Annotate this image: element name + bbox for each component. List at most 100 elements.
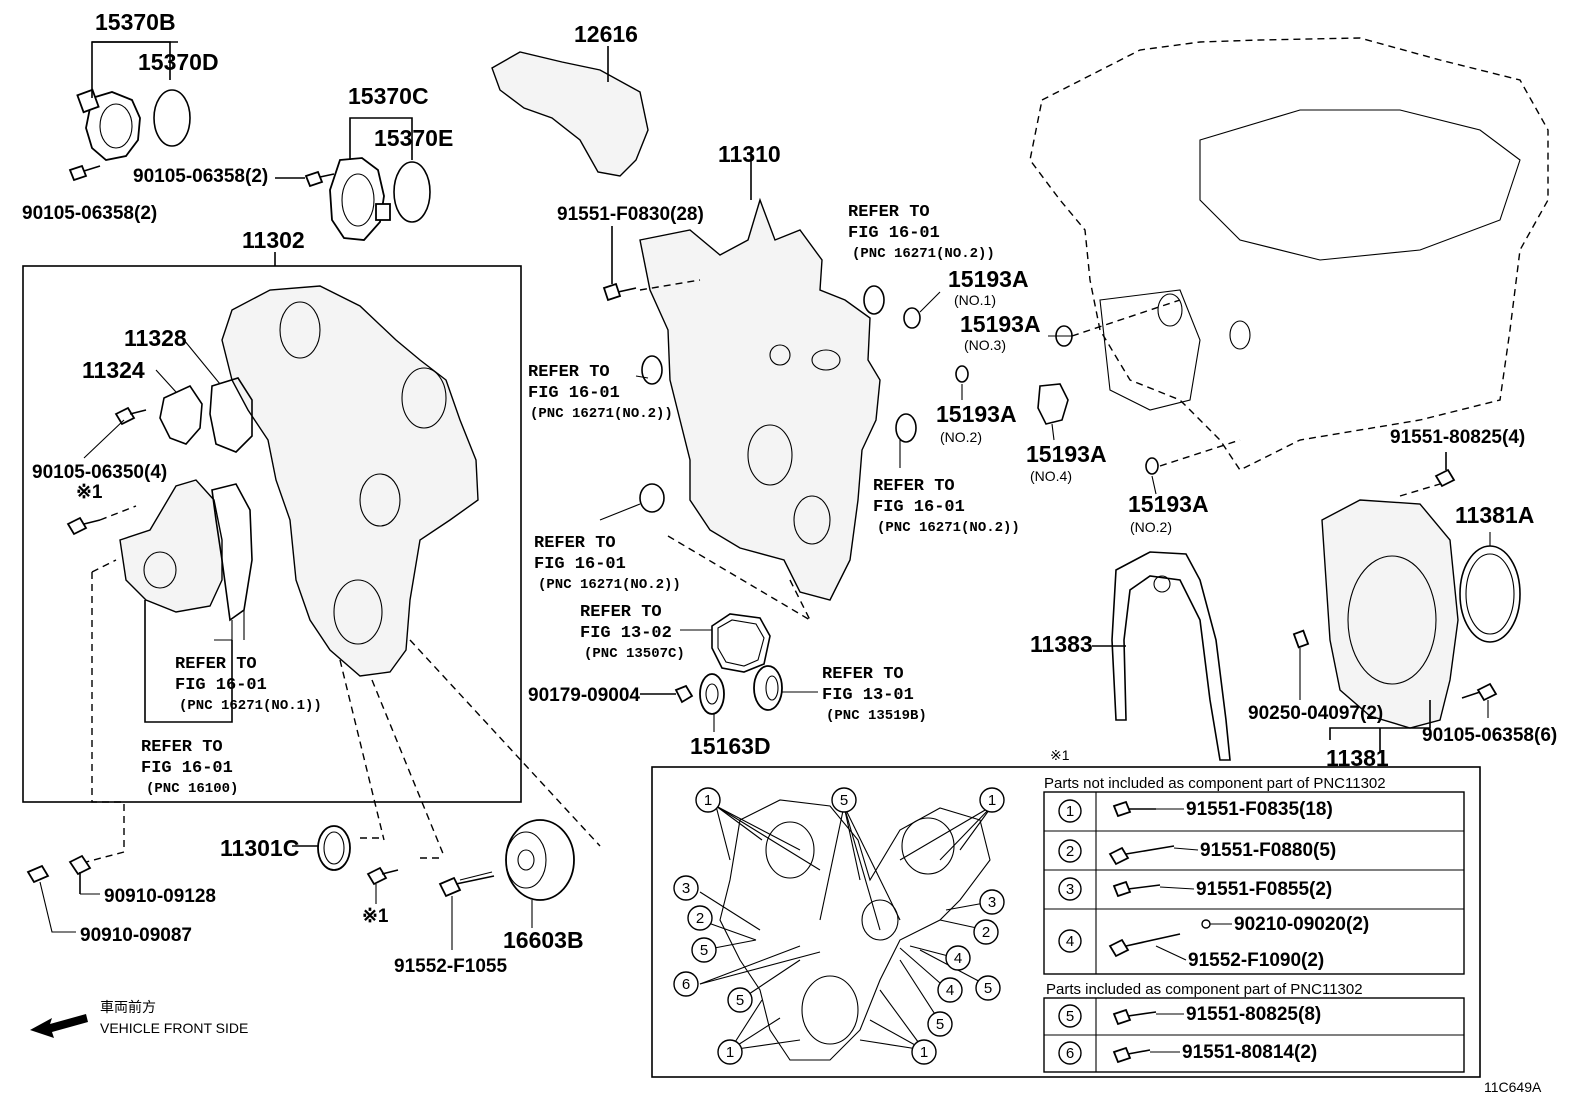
bolt-90105-06350[interactable] bbox=[114, 406, 147, 426]
bolt-91552-f1055[interactable] bbox=[438, 871, 495, 898]
svg-text:FIG 16-01: FIG 16-01 bbox=[528, 384, 620, 403]
sprocket-15163d[interactable] bbox=[699, 673, 725, 715]
oring-refer-16271-a[interactable] bbox=[863, 285, 885, 315]
label-90250-04097: 90250-04097(2) bbox=[1248, 703, 1383, 724]
water-pump[interactable] bbox=[119, 479, 223, 613]
svg-text:(PNC 13519B): (PNC 13519B) bbox=[826, 708, 927, 724]
gasket-11324[interactable] bbox=[159, 384, 203, 445]
label-15193a-no4: 15193A bbox=[1026, 441, 1107, 467]
svg-text:(PNC 16271(NO.2)): (PNC 16271(NO.2)) bbox=[852, 246, 995, 262]
pin-90250-04097[interactable] bbox=[1292, 629, 1310, 649]
oil-seal-11381a[interactable] bbox=[1459, 545, 1521, 643]
label-mark1-lower: ※1 bbox=[362, 906, 389, 927]
svg-text:REFER TO: REFER TO bbox=[141, 738, 223, 757]
label-15193a-no2-b: 15193A bbox=[1128, 491, 1209, 517]
svg-text:REFER TO: REFER TO bbox=[175, 655, 257, 674]
svg-text:FIG 16-01: FIG 16-01 bbox=[175, 676, 267, 695]
svg-text:FIG 16-01: FIG 16-01 bbox=[141, 759, 233, 778]
inset-row-6: 6 91551-80814(2) bbox=[1058, 1041, 1317, 1065]
svg-text:3: 3 bbox=[988, 894, 996, 911]
inset-row-3: 3 91551-F0855(2) bbox=[1058, 877, 1332, 901]
bracket-12616[interactable] bbox=[491, 51, 649, 177]
label-15370d: 15370D bbox=[138, 49, 219, 75]
svg-text:REFER TO: REFER TO bbox=[822, 665, 904, 684]
oring-15370d[interactable] bbox=[153, 89, 191, 147]
timing-cover-11302[interactable] bbox=[221, 285, 479, 677]
gasket-15193a-no1[interactable] bbox=[903, 307, 921, 329]
label-11328: 11328 bbox=[124, 325, 187, 351]
label-15370e: 15370E bbox=[374, 125, 453, 151]
svg-text:FIG 13-01: FIG 13-01 bbox=[822, 686, 914, 705]
inset-callout-5-d: 5 bbox=[975, 975, 1001, 1001]
inset-callout-5-c: 5 bbox=[727, 987, 753, 1013]
oring-refer-16271-c[interactable] bbox=[895, 413, 917, 443]
label-mark1-frame: ※1 bbox=[76, 482, 103, 503]
label-15163d: 15163D bbox=[690, 733, 771, 759]
label-16603b: 16603B bbox=[503, 927, 584, 953]
inset-title-included: Parts included as component part of PNC1… bbox=[1046, 981, 1363, 998]
label-15370b: 15370B bbox=[95, 9, 176, 35]
gasket-15193a-no2-a[interactable] bbox=[955, 365, 969, 383]
inset-callout-4-a: 4 bbox=[945, 945, 971, 971]
svg-text:(PNC 13507C): (PNC 13507C) bbox=[584, 646, 685, 662]
timing-chain-cover-11310[interactable] bbox=[639, 197, 881, 601]
label-11310: 11310 bbox=[718, 141, 781, 167]
bolt-91551-80825-upper[interactable] bbox=[1434, 452, 1456, 488]
inset-table-not-included bbox=[1043, 791, 1465, 975]
svg-text:4: 4 bbox=[954, 950, 962, 967]
oring-refer-16271-b[interactable] bbox=[641, 355, 663, 385]
bolt-91551-f0830[interactable] bbox=[602, 282, 637, 302]
svg-text:3: 3 bbox=[682, 880, 690, 897]
inset-callout-1-e: 1 bbox=[0, 0, 8, 4]
oring-15370e[interactable] bbox=[393, 161, 431, 223]
label-12616: 12616 bbox=[574, 21, 638, 47]
label-15193a-no4-sub: (NO.4) bbox=[1030, 468, 1072, 484]
svg-text:(PNC 16271(NO.2)): (PNC 16271(NO.2)) bbox=[877, 520, 1020, 536]
gasket-11328[interactable] bbox=[209, 377, 253, 453]
oil-seal-retainer-11381[interactable] bbox=[1321, 499, 1459, 729]
gasket-15193a-no4[interactable] bbox=[1037, 383, 1069, 425]
inset-title-not-included: Parts not included as component part of … bbox=[1044, 775, 1386, 792]
oil-seal-11301c[interactable] bbox=[317, 825, 351, 871]
label-90105-06358-center: 90105-06358(2) bbox=[133, 166, 268, 187]
diagram-code: 11C649A bbox=[1484, 1079, 1542, 1095]
bolt-mark1-frame[interactable] bbox=[66, 516, 101, 536]
label-15193a-no1: 15193A bbox=[948, 266, 1029, 292]
label-91551-f0830: 91551-F0830(28) bbox=[557, 204, 704, 225]
inset-table-included bbox=[1043, 997, 1465, 1073]
guide-refer-13519b[interactable] bbox=[753, 665, 783, 711]
refer-fig16-01-pnc16100: REFER TO FIG 16-01 (PNC 16100) bbox=[141, 738, 238, 797]
bolt-mark1-lower[interactable] bbox=[366, 866, 399, 886]
oring-refer-16271-d[interactable] bbox=[639, 483, 665, 513]
nut-90179-09004[interactable] bbox=[674, 684, 694, 704]
inset-row-5: 5 91551-80825(8) bbox=[1058, 1004, 1321, 1028]
vvt-assembly-15370b[interactable] bbox=[76, 88, 141, 161]
label-15193a-no2-a: 15193A bbox=[936, 401, 1017, 427]
svg-text:2: 2 bbox=[696, 910, 704, 927]
bolt-90105-06358-center[interactable] bbox=[304, 170, 335, 188]
inset-callout-1-c: 1 bbox=[717, 1039, 743, 1065]
label-90910-09087: 90910-09087 bbox=[80, 925, 192, 946]
bolt-90105-06358-left[interactable] bbox=[68, 164, 101, 182]
idler-pulley-16603b[interactable] bbox=[505, 819, 575, 901]
gasket-15193a-no2-b[interactable] bbox=[1145, 457, 1159, 475]
svg-text:(PNC 16100): (PNC 16100) bbox=[146, 781, 238, 797]
label-90105-06358-left: 90105-06358(2) bbox=[22, 203, 157, 224]
label-15193a-no3: 15193A bbox=[960, 311, 1041, 337]
svg-text:2: 2 bbox=[982, 924, 990, 941]
svg-text:2: 2 bbox=[1066, 843, 1074, 860]
connector-90910-09087[interactable] bbox=[26, 864, 50, 884]
gasket-11383[interactable] bbox=[1111, 551, 1231, 761]
svg-text:FIG 16-01: FIG 16-01 bbox=[873, 498, 965, 517]
svg-text:REFER TO: REFER TO bbox=[580, 603, 662, 622]
inset-callout-1-a: 1 bbox=[695, 787, 721, 813]
svg-text:REFER TO: REFER TO bbox=[848, 203, 930, 222]
bolt-90105-06358-right[interactable] bbox=[1461, 682, 1498, 702]
refer-fig16-01-top: REFER TO FIG 16-01 (PNC 16271(NO.2)) bbox=[848, 203, 995, 262]
svg-text:5: 5 bbox=[984, 980, 992, 997]
connector-90910-09128[interactable] bbox=[68, 854, 92, 894]
svg-text:1: 1 bbox=[920, 1044, 928, 1061]
vvt-assembly-15370c[interactable] bbox=[329, 157, 391, 241]
gasket-refer-13507c[interactable] bbox=[711, 613, 771, 673]
svg-text:(PNC 16271(NO.2)): (PNC 16271(NO.2)) bbox=[538, 577, 681, 593]
